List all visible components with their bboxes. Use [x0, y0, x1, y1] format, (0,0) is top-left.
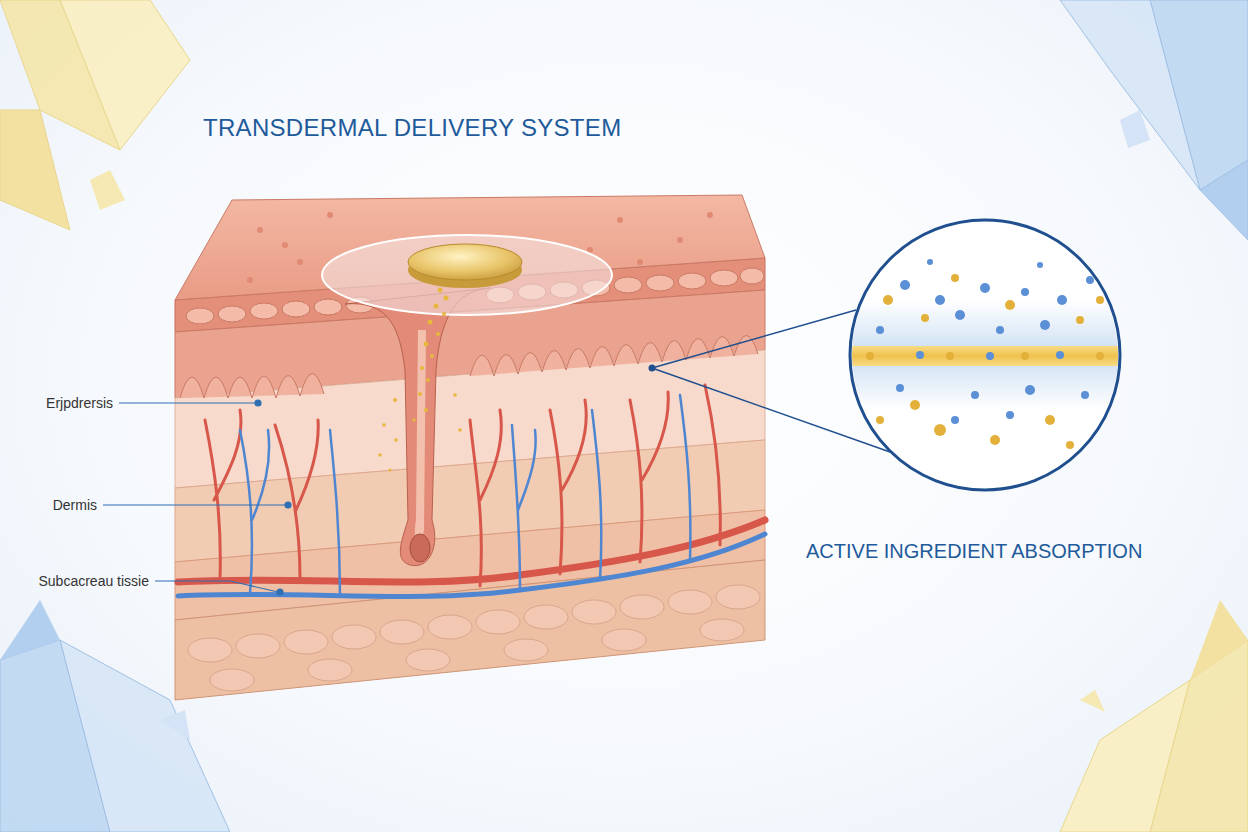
layer-label: Subcacreau tissie [38, 573, 149, 589]
transdermal-patch [322, 235, 612, 315]
blood-vessels [178, 385, 765, 596]
leader-lines [103, 400, 291, 595]
hair-follicle [345, 288, 490, 566]
drug-particles [378, 288, 462, 472]
inset-caption: ACTIVE INGREDIENT ABSORPTION [806, 540, 1142, 563]
pore-dots [247, 212, 713, 283]
skin-surface [175, 195, 765, 300]
cell-pattern [180, 268, 764, 691]
diagram-title: TRANSDERMAL DELIVERY SYSTEM [203, 114, 621, 142]
absorption-inset [649, 220, 1141, 490]
layer-label: Dermis [53, 497, 97, 513]
skin-layers [175, 258, 765, 700]
layer-label: Erjpdrersis [46, 395, 113, 411]
